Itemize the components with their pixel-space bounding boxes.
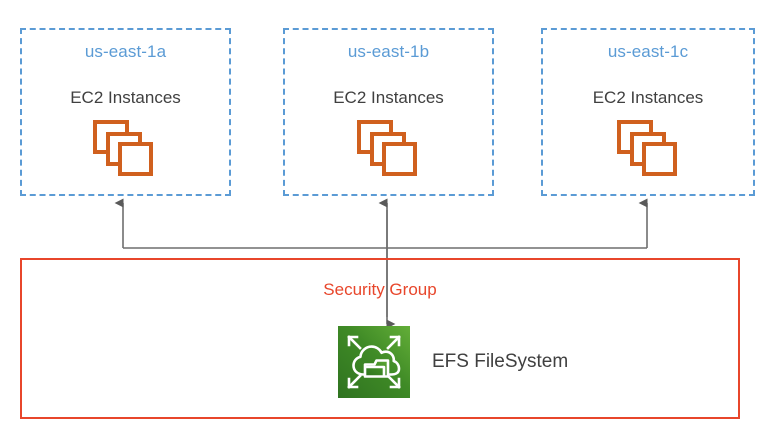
ec2-instances-icon-us-east-1a [92, 119, 154, 177]
availability-zone-box-us-east-1a [20, 28, 231, 196]
efs-filesystem-label: EFS FileSystem [432, 351, 569, 372]
ec2-instances-label-us-east-1a: EC2 Instances [70, 88, 181, 107]
security-group-label: Security Group [323, 280, 437, 299]
ec2-instances-label-us-east-1b: EC2 Instances [333, 88, 444, 107]
availability-zone-label-us-east-1b: us-east-1b [347, 42, 430, 61]
availability-zone-label-us-east-1c: us-east-1c [607, 42, 689, 61]
availability-zone-box-us-east-1c [541, 28, 755, 196]
security-group-box [20, 258, 740, 419]
ec2-instances-label-us-east-1c: EC2 Instances [592, 88, 704, 107]
availability-zone-label-us-east-1a: us-east-1a [84, 42, 167, 61]
efs-filesystem-icon [338, 326, 410, 398]
ec2-instances-icon-us-east-1c [616, 119, 678, 177]
ec2-instances-icon-us-east-1b [356, 119, 418, 177]
availability-zone-box-us-east-1b [283, 28, 494, 196]
